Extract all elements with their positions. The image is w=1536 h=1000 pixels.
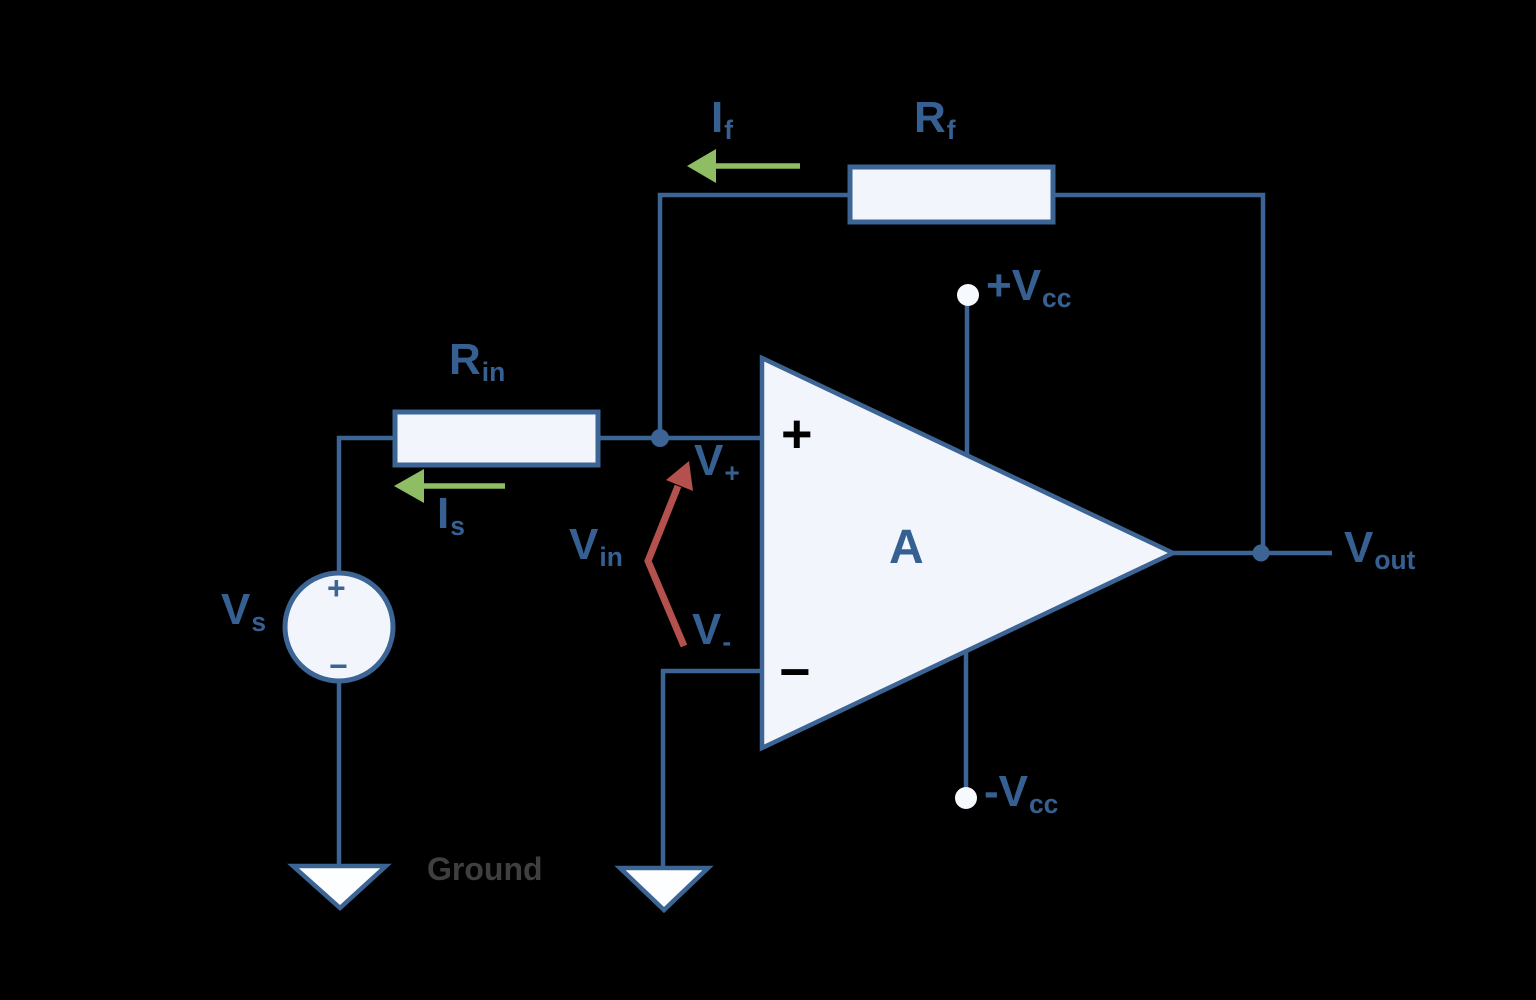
is-current-arrow-head bbox=[394, 469, 424, 503]
v-minus-label: V- bbox=[692, 605, 731, 656]
vin-voltage-arrow-head bbox=[666, 461, 693, 491]
is-label: Is bbox=[437, 489, 465, 540]
if-label-main: I bbox=[711, 93, 724, 142]
inverting-input-wire bbox=[660, 668, 762, 866]
negative-supply-label-sub: cc bbox=[1029, 789, 1059, 820]
source-minus-sign: − bbox=[329, 648, 348, 684]
source-plus-sign: + bbox=[327, 570, 346, 606]
gain-label: A bbox=[889, 521, 924, 574]
ground-symbol-inverting bbox=[614, 865, 714, 914]
v-plus-label-sub: + bbox=[724, 458, 740, 489]
vs-label-sub: s bbox=[251, 607, 267, 638]
vs-label-main: V bbox=[221, 585, 251, 634]
source-to-rin-wire bbox=[336, 435, 395, 574]
is-label-sub: s bbox=[450, 511, 465, 542]
vout-label-main: V bbox=[1344, 523, 1374, 572]
rin-resistor bbox=[392, 409, 601, 468]
vin-label: Vin bbox=[569, 520, 623, 571]
positive-supply-label: +Vcc bbox=[986, 261, 1071, 312]
v-minus-label-sub: - bbox=[722, 627, 732, 658]
rin-label: Rin bbox=[449, 335, 505, 386]
vout-label: Vout bbox=[1344, 523, 1415, 574]
vin-label-main: V bbox=[569, 520, 599, 569]
feedback-wire bbox=[657, 192, 1266, 553]
ground-symbol-source bbox=[287, 863, 392, 912]
rin-label-main: R bbox=[449, 335, 481, 384]
negative-supply-terminal bbox=[955, 787, 977, 809]
rf-label-main: R bbox=[914, 93, 946, 142]
negative-supply-label-main: -V bbox=[984, 767, 1028, 816]
is-label-main: I bbox=[437, 489, 450, 538]
if-label-sub: f bbox=[724, 115, 734, 146]
if-current-arrow-head bbox=[687, 149, 716, 183]
supply-rails bbox=[963, 296, 970, 788]
positive-supply-label-main: +V bbox=[986, 261, 1042, 310]
opamp-triangle bbox=[759, 354, 1179, 752]
positive-supply-label-sub: cc bbox=[1042, 283, 1072, 314]
rf-label-sub: f bbox=[946, 115, 956, 146]
vin-label-sub: in bbox=[599, 542, 623, 573]
vout-label-sub: out bbox=[1374, 545, 1416, 576]
rin-label-sub: in bbox=[481, 357, 506, 388]
vs-label: Vs bbox=[221, 585, 266, 636]
negative-supply-label: -Vcc bbox=[984, 767, 1058, 818]
v-plus-label: V+ bbox=[694, 436, 740, 487]
rf-label: Rf bbox=[914, 93, 956, 144]
vin-voltage-arrow-shaft bbox=[644, 484, 688, 648]
v-minus-label-main: V bbox=[692, 605, 722, 654]
input-junction-dot bbox=[651, 429, 669, 447]
rf-resistor bbox=[847, 164, 1056, 225]
if-label: If bbox=[711, 93, 733, 144]
output-junction-dot bbox=[1252, 544, 1270, 562]
ground-label: Ground bbox=[427, 851, 543, 887]
positive-supply-terminal bbox=[957, 284, 979, 306]
opamp-plus-sign: + bbox=[781, 404, 813, 464]
v-plus-label-main: V bbox=[694, 436, 724, 485]
opamp-minus-sign: − bbox=[779, 642, 811, 702]
voltage-source bbox=[282, 570, 396, 684]
